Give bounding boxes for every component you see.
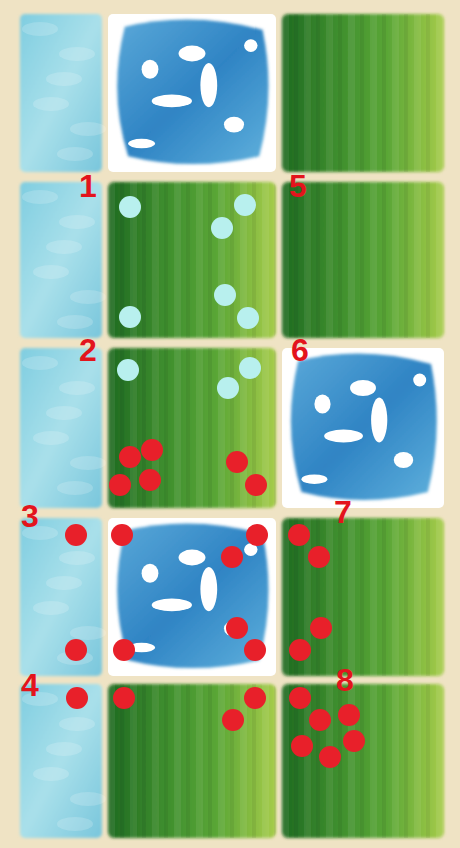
red-token — [141, 439, 163, 461]
grass-tile — [108, 182, 276, 338]
red-token — [245, 474, 267, 496]
red-token — [119, 446, 141, 468]
cyan-token — [214, 284, 236, 306]
grass-tile — [108, 684, 276, 838]
red-token — [319, 746, 341, 768]
lake-tile — [108, 14, 276, 172]
callout-number: 7 — [334, 496, 352, 528]
sea-tile — [20, 14, 106, 172]
sea-tile — [20, 684, 106, 838]
callout-number: 6 — [291, 334, 309, 366]
red-token — [111, 524, 133, 546]
red-token — [66, 687, 88, 709]
red-token — [288, 524, 310, 546]
cyan-token — [234, 194, 256, 216]
red-token — [343, 730, 365, 752]
callout-number: 8 — [336, 664, 354, 696]
red-token — [139, 469, 161, 491]
callout-number: 4 — [21, 669, 39, 701]
sea-tile — [20, 182, 106, 338]
red-token — [65, 639, 87, 661]
red-token — [113, 639, 135, 661]
red-token — [289, 687, 311, 709]
callout-number: 1 — [79, 170, 97, 202]
red-token — [291, 735, 313, 757]
red-token — [309, 709, 331, 731]
cyan-token — [119, 306, 141, 328]
callout-number: 2 — [79, 334, 97, 366]
red-token — [289, 639, 311, 661]
sea-tile — [20, 518, 106, 676]
red-token — [244, 687, 266, 709]
red-token — [338, 704, 360, 726]
red-token — [226, 617, 248, 639]
callout-number: 5 — [289, 170, 307, 202]
sea-tile — [20, 348, 106, 508]
grass-tile — [282, 14, 444, 172]
red-token — [113, 687, 135, 709]
grass-tile — [282, 518, 444, 676]
cyan-token — [211, 217, 233, 239]
red-token — [65, 524, 87, 546]
red-token — [310, 617, 332, 639]
red-token — [308, 546, 330, 568]
cyan-token — [117, 359, 139, 381]
lake-tile — [282, 348, 444, 508]
cyan-token — [119, 196, 141, 218]
cyan-token — [239, 357, 261, 379]
grass-tile — [282, 182, 444, 338]
red-token — [244, 639, 266, 661]
red-token — [221, 546, 243, 568]
cyan-token — [237, 307, 259, 329]
red-token — [246, 524, 268, 546]
callout-number: 3 — [21, 500, 39, 532]
red-token — [226, 451, 248, 473]
grass-tile — [282, 684, 444, 838]
red-token — [222, 709, 244, 731]
lake-tile — [108, 518, 276, 676]
cyan-token — [217, 377, 239, 399]
red-token — [109, 474, 131, 496]
grass-tile — [108, 348, 276, 508]
